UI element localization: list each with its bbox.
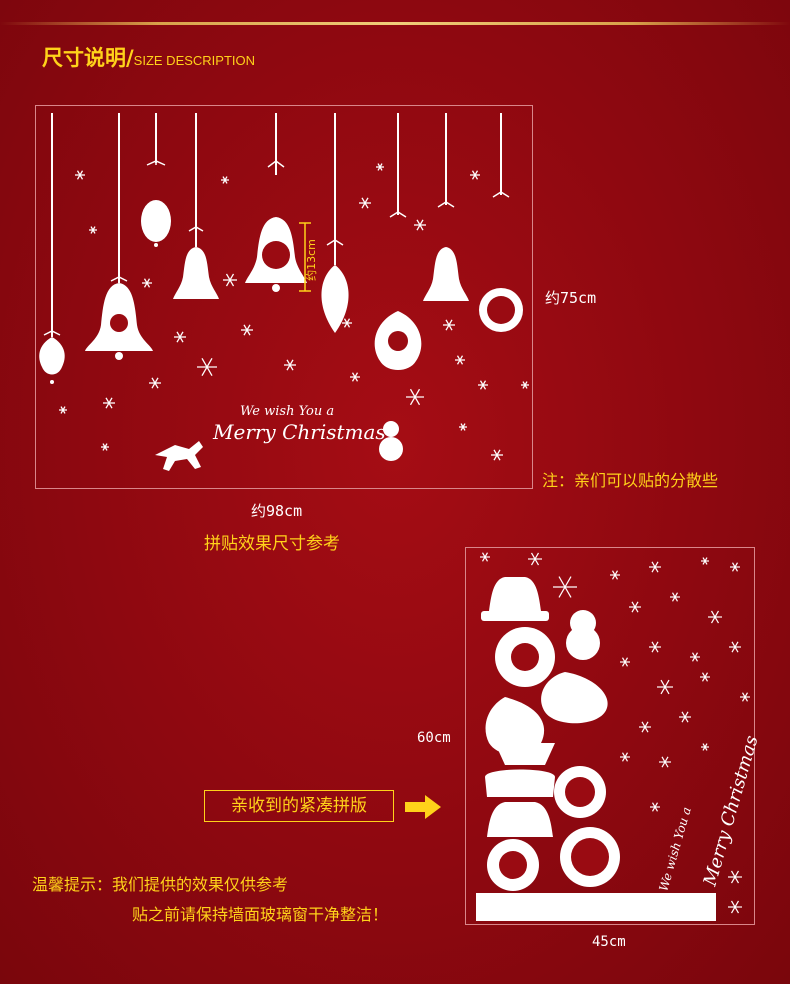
snowflake-icon	[59, 406, 67, 414]
snowflake-icon	[478, 380, 488, 390]
sheet-greeting-line1: We wish You a	[656, 805, 693, 892]
snowflake-icon	[459, 423, 467, 431]
snowflake-icon	[650, 802, 660, 812]
snowflake-icon	[89, 226, 97, 234]
snowflake-icon	[480, 552, 490, 562]
snowflake-icon	[75, 170, 85, 180]
snowflake-icon	[414, 219, 426, 231]
snowflake-icon	[701, 743, 709, 751]
snowflake-icon	[284, 359, 296, 371]
snowflake-icon	[142, 278, 152, 288]
compact-height-label: 60cm	[417, 730, 451, 746]
ornament-diamond	[321, 265, 349, 333]
snowflake-icon	[342, 318, 352, 328]
snowflake-icon	[649, 641, 661, 653]
sheet-blank-label	[476, 893, 716, 921]
tip-line1: 温馨提示：我们提供的效果仅供参考	[32, 875, 289, 894]
bell-height-label: 约13cm	[305, 239, 318, 281]
snowflake-icon	[470, 170, 480, 180]
snowflake-icon	[679, 711, 691, 723]
snowflake-icon	[670, 592, 680, 602]
snowflake-icon	[657, 679, 673, 695]
snowflake-icon	[149, 377, 161, 389]
greeting-line1: We wish You a	[240, 404, 334, 419]
effect-height-label: 约75cm	[545, 289, 597, 307]
bell-right	[423, 247, 469, 301]
snowflake-icon	[690, 652, 700, 662]
snowflake-icon	[359, 197, 371, 209]
sheet-greeting-line2: Merry Christmas	[699, 733, 762, 889]
snowflake-icon	[197, 358, 217, 376]
reindeer-icon	[155, 441, 203, 471]
snowflake-icon	[491, 449, 503, 461]
snowflake-icon	[639, 721, 651, 733]
compact-layout-label: 亲收到的紧凑拼版	[204, 790, 394, 822]
title-en: SIZE DESCRIPTION	[133, 53, 256, 68]
effect-illustration: 约13cm We wish You a Merry Christmas	[39, 113, 529, 471]
title-cn: 尺寸说明/	[42, 46, 134, 70]
effect-frame	[35, 105, 533, 489]
snowflake-icon	[443, 319, 455, 331]
snowflake-icon	[221, 176, 229, 184]
snowflake-icon	[700, 672, 710, 682]
ornament-small	[141, 200, 171, 247]
compact-sheet-frame	[465, 547, 755, 925]
page-title: 尺寸说明/SIZE DESCRIPTION	[42, 42, 255, 72]
snowflake-icon	[376, 163, 384, 171]
tip-line2: 贴之前请保持墙面玻璃窗干净整洁！	[132, 905, 389, 924]
effect-caption: 拼贴效果尺寸参考	[204, 534, 340, 554]
snowflake-icon	[101, 443, 109, 451]
snowflake-icon	[610, 570, 620, 580]
snowflake-icon	[241, 324, 253, 336]
snowflake-icon	[629, 601, 641, 613]
greeting-line2: Merry Christmas	[212, 420, 386, 444]
snowflake-icon	[553, 576, 577, 598]
snowflake-icon	[103, 397, 115, 409]
snowflake-icon	[406, 388, 424, 406]
compact-width-label: 45cm	[592, 934, 626, 950]
snowflake-icon	[659, 756, 671, 768]
snowflake-icon	[649, 561, 661, 573]
snowflake-icon	[728, 900, 742, 914]
snowflake-icon	[174, 331, 186, 343]
snowflake-icon	[729, 641, 741, 653]
snowflake-icon	[521, 381, 529, 389]
snowflake-icon	[730, 562, 740, 572]
snowflake-icon	[620, 657, 630, 667]
snowflake-icon	[223, 273, 237, 287]
snowflake-icon	[350, 372, 360, 382]
snowflake-icon	[528, 552, 542, 566]
snowman-icon	[379, 421, 403, 461]
snowflake-icon	[455, 355, 465, 365]
snowflake-icon	[728, 870, 742, 884]
top-gold-rule	[0, 22, 790, 25]
effect-width-label: 约98cm	[251, 502, 303, 520]
snowflake-icon	[701, 557, 709, 565]
snowflake-icon	[620, 752, 630, 762]
ornament-left	[39, 337, 65, 384]
arrow-right-icon	[405, 795, 441, 819]
snowflake-icon	[708, 610, 722, 624]
compact-sheet-illustration: We wish You a Merry Christmas	[480, 552, 763, 914]
snowflake-icon	[740, 692, 750, 702]
effect-note: 注：亲们可以贴的分散些	[542, 471, 719, 490]
bell-small	[173, 247, 219, 299]
